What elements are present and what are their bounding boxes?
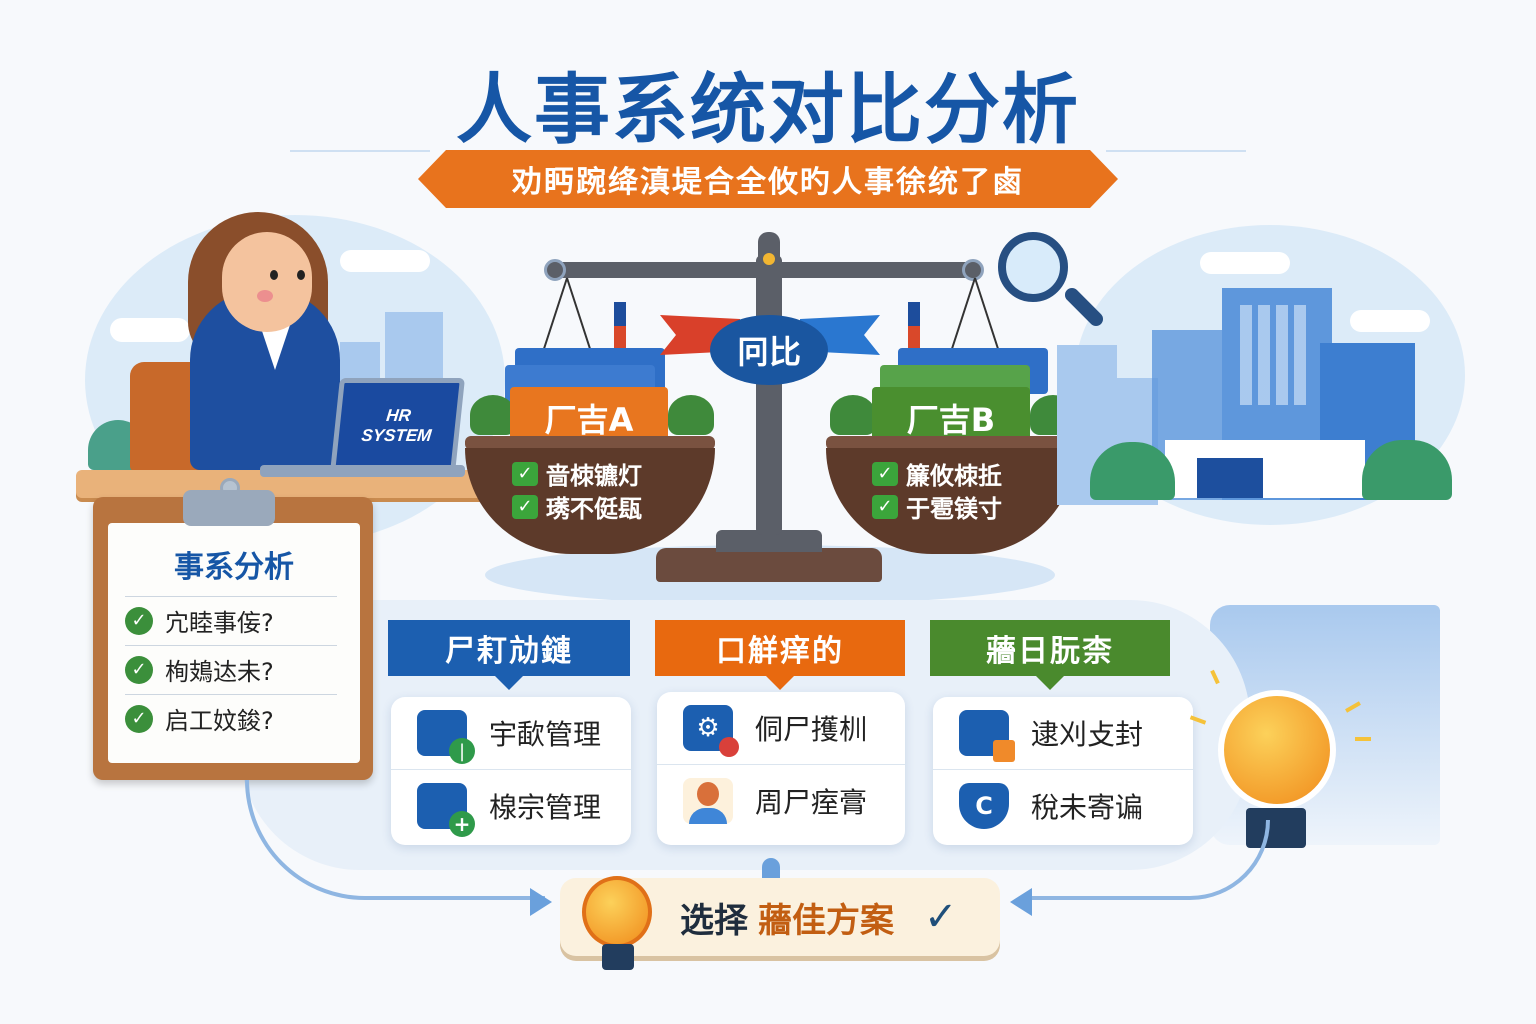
scale-pole [756,255,782,535]
check-circle-icon: ✓ [125,606,153,635]
magnifier-icon [998,232,1068,302]
vendor-b-point: ✓ 于雹镁寸 [872,489,1002,524]
vendor-b-point-label: 于雹镁寸 [906,495,1002,523]
pan-rim-right [826,436,1076,450]
briefcase-icon [959,710,1015,762]
cheek [257,290,273,302]
bush [470,395,516,435]
user-avatar-icon [683,777,733,824]
clipboard-item: ✓ 宂睦事侫? [125,596,337,644]
scale-base [656,548,882,582]
vendor-a-point-label: 璓不侹瓺 [546,495,642,523]
outcome-text-part2: 蘠佳方案 [758,900,894,941]
clipboard-item: ✓ 栒鳷迏未? [125,645,337,693]
tree [1362,440,1452,500]
lightbulb-icon [1218,690,1336,810]
green-check-icon: ✓ [512,494,538,519]
subtitle-banner: 劝眄踠绛滇堤合全攸旳人事徐统了鹵 [418,150,1118,208]
shield-c-icon: C [959,782,1009,829]
vendor-a-point-label: 啬栜镳灯 [546,462,642,490]
vendor-b-point: ✓ 簾攸栜拞 [872,456,1002,491]
document-minus-icon: | [417,710,475,764]
cloud [340,250,430,272]
outcome-text-part1: 选择 [680,900,748,941]
arrow-right-curve [1030,820,1270,900]
lightbulb-icon [582,876,652,948]
window [1240,305,1310,405]
building-lobby [1165,440,1365,498]
panel-item-label: 宇歃管理 [489,718,602,751]
cloud [110,318,190,342]
clipboard-item: ✓ 启工妏鋑? [125,694,337,742]
arrow-left-curve [245,780,545,900]
tree [1090,442,1175,500]
beam-end-left [544,259,566,281]
panel-item: C 稅未寄谝 [933,769,1193,841]
woman-face [222,232,312,332]
panel-header-label: 口觧痒的 [716,634,844,669]
building-door [1197,458,1263,498]
panel-item: | 宇歃管理 [391,697,631,769]
compare-badge: 冋比 [710,315,828,385]
vendor-a-point: ✓ 啬栜镳灯 [512,456,642,491]
laptop-base [260,465,465,477]
arrow-head-right [530,888,552,916]
laptop-text-system: SYSTEM [360,425,433,445]
vendor-a-point: ✓ 璓不侹瓺 [512,489,642,524]
panel-item-label: 侗尸擭杊 [755,713,868,746]
panel-item: 逮刈攴封 [933,697,1193,769]
panel-item: ⚙ 侗尸擭杊 [657,692,905,764]
panel-item-label: 周尸痓膏 [755,785,868,819]
panel-header-3: 蘠日朊柰 [930,620,1170,690]
panel-header-label: 尸耓劥鏈 [445,634,573,669]
bush [668,395,714,435]
clipboard-item-label: 栒鳷迏未? [165,658,274,686]
arrow-head-left [1010,888,1032,916]
check-circle-icon: ✓ [125,655,153,684]
panel-header-1: 尸耓劥鏈 [388,620,630,690]
scale-pivot [763,253,775,265]
panel-header-2: 口觧痒的 [655,620,905,690]
laptop-screen: HR SYSTEM [330,378,465,473]
panel-header-label: 蘠日朊柰 [986,634,1114,669]
check-circle-icon: ✓ [125,704,153,733]
scale-beam [555,262,983,278]
clipboard-title: 事系分析 [174,550,294,585]
title-rule-left [290,150,430,152]
cloud [1350,310,1430,332]
green-check-icon: ✓ [872,494,898,519]
page-title: 人事系统对比分析 [456,65,1080,154]
light-ray [1355,737,1371,741]
green-check-icon: ✓ [512,461,538,486]
scale-foot [716,530,822,552]
bush [830,395,876,435]
lightbulb-base [602,944,634,970]
title-rule-right [1106,150,1246,152]
vendor-b-point-label: 簾攸栜拞 [906,462,1002,490]
eye [270,270,278,280]
panel-item-label: 稅未寄谝 [1031,790,1144,824]
eye [297,270,305,280]
clipboard-item-label: 启工妏鋑? [165,707,274,735]
laptop-text-hr: HR [385,405,412,425]
checkmark-icon: ✓ [924,894,958,940]
clipboard-clip [183,490,275,526]
panel-body-2: ⚙ 侗尸擭杊 周尸痓膏 [657,692,905,845]
panel-item: 周尸痓膏 [657,764,905,836]
panel-item-label: 逮刈攴封 [1031,718,1144,751]
cloud [1200,252,1290,274]
arrow-up-connector [762,858,780,880]
gear-shield-icon: ⚙ [683,705,739,757]
green-check-icon: ✓ [872,461,898,486]
pan-rim-left [465,436,715,450]
clipboard-item-label: 宂睦事侫? [165,609,274,637]
